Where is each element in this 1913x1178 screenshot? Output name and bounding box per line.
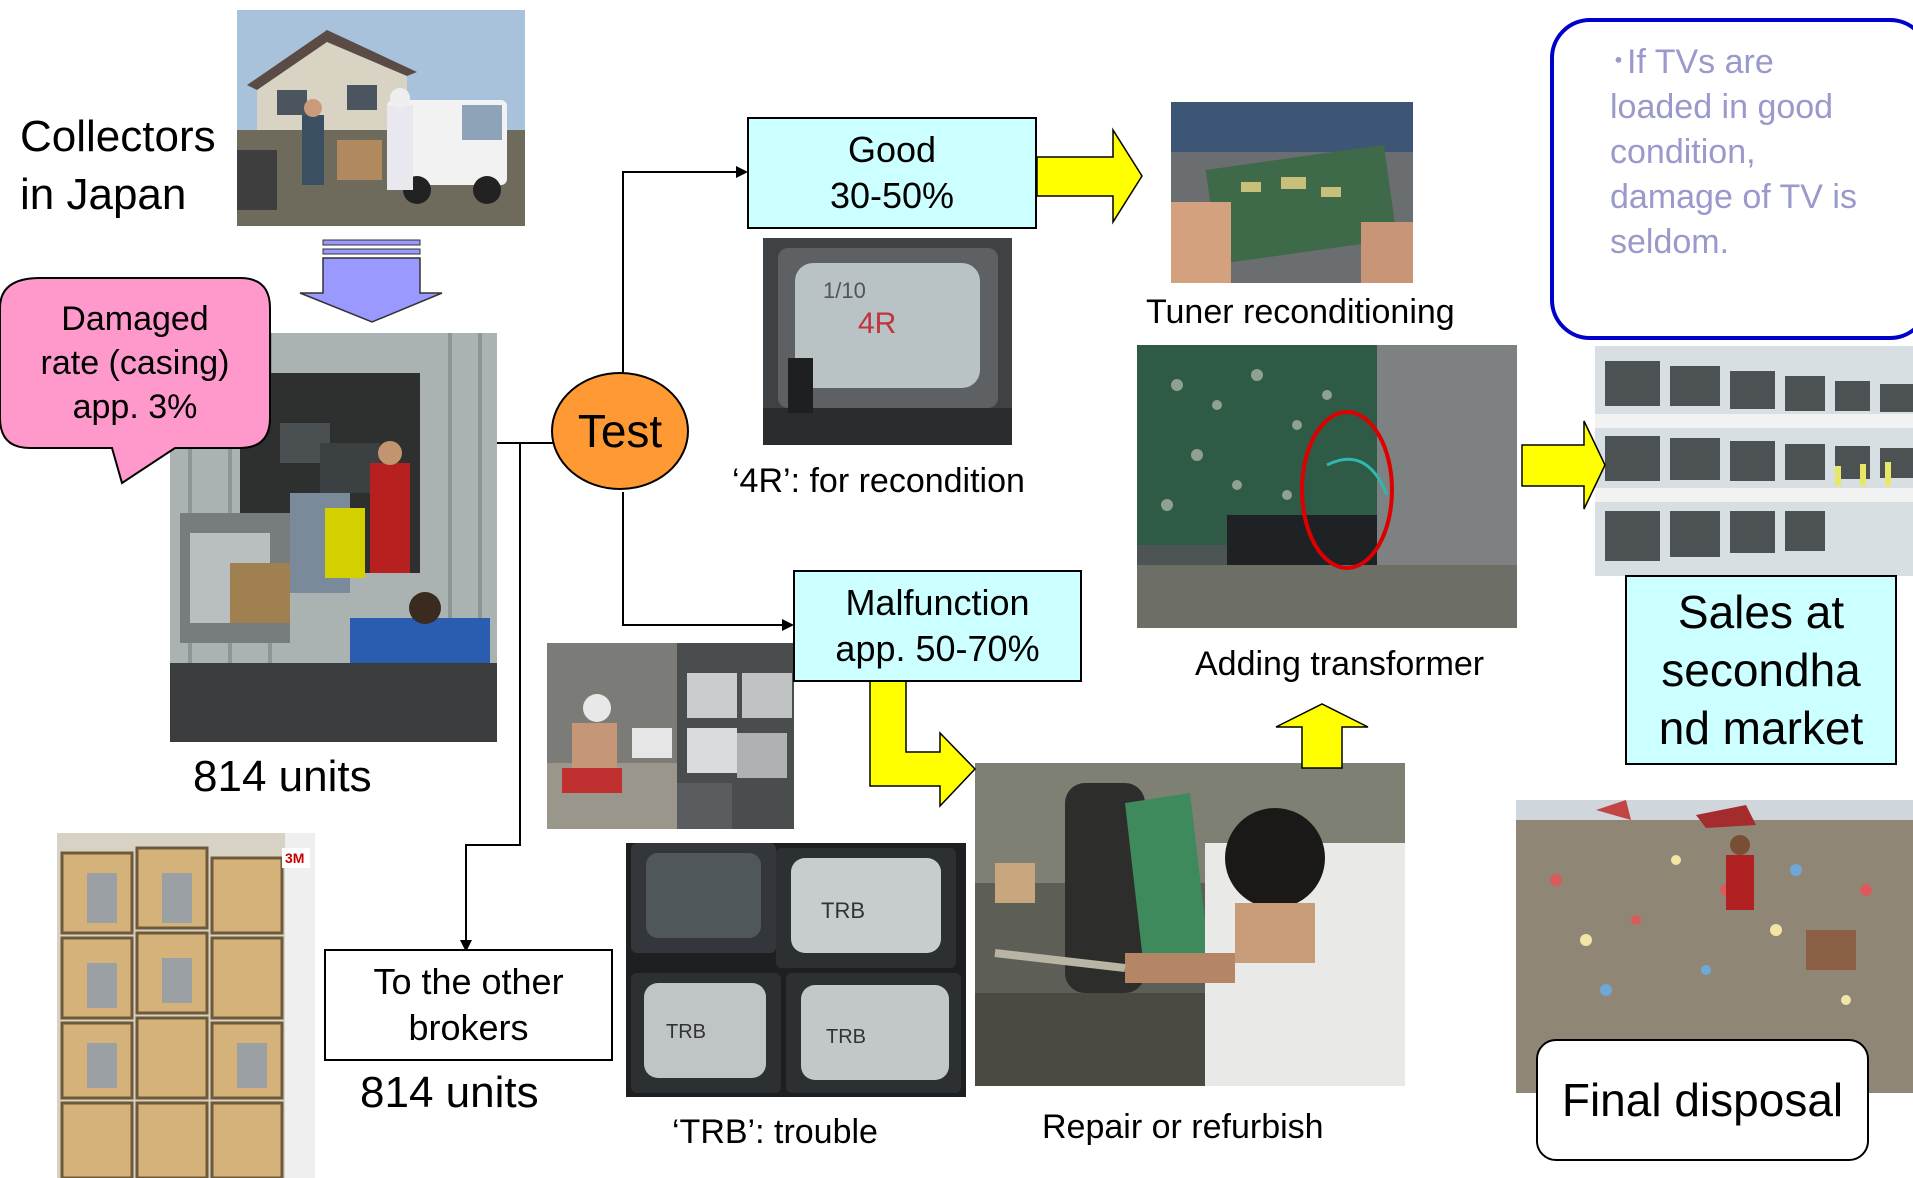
tv-trb-mark-2: TRB	[666, 1021, 706, 1043]
to-other-brokers-arrow	[460, 443, 521, 952]
stacked-tv-boxes-photo: 3M	[57, 833, 315, 1178]
collectors-label: Collectors in Japan	[20, 108, 216, 224]
container-loading-photo	[170, 333, 497, 742]
tv-trb-mark-3: TRB	[826, 1026, 866, 1048]
trouble-caption: ‘TRB’: trouble	[672, 1113, 878, 1151]
sales-line2: secondha	[1661, 644, 1861, 696]
test-to-malfunction-arrow	[622, 492, 794, 631]
tv-trb-photo: TRB TRB TRB	[626, 843, 966, 1097]
other-brokers-line1: To the other	[373, 961, 564, 1002]
damaged-callout-shape	[0, 277, 271, 485]
note-line3: condition,	[1610, 133, 1756, 171]
secondhand-market-photo	[1595, 346, 1913, 576]
other-brokers-box: To the other brokers	[324, 949, 613, 1061]
note-line2: loaded in good	[1610, 88, 1834, 126]
tv-trb-mark-1: TRB	[821, 898, 865, 923]
other-brokers-line2: brokers	[408, 1007, 529, 1048]
transformer-board-photo	[1137, 345, 1517, 628]
damaged-line1: Damaged	[61, 300, 209, 338]
units-count-top: 814 units	[193, 752, 372, 801]
collectors-down-arrow	[299, 239, 443, 323]
collectors-truck-photo	[237, 10, 525, 226]
final-disposal-box: Final disposal	[1536, 1039, 1869, 1161]
tv-4r-mark: 4R	[858, 307, 896, 340]
technician-testing-photo	[547, 643, 794, 829]
note-text: ･If TVs are loaded in good condition, da…	[1610, 40, 1857, 265]
collectors-line2: in Japan	[20, 170, 187, 219]
svg-text:1/10: 1/10	[823, 278, 866, 303]
units-count-bottom: 814 units	[360, 1068, 539, 1117]
repair-caption: Repair or refurbish	[1042, 1108, 1324, 1146]
malfunction-line1: Malfunction	[845, 582, 1030, 623]
good-line1: Good	[847, 129, 937, 170]
repair-to-transformer-arrow	[1275, 703, 1369, 769]
malfunction-to-repair-arrow	[869, 676, 977, 808]
collectors-line1: Collectors	[20, 112, 216, 161]
damaged-line3: app. 3%	[72, 388, 198, 426]
malfunction-line2: app. 50-70%	[835, 628, 1040, 669]
note-box: ･If TVs are loaded in good condition, da…	[1550, 18, 1913, 340]
transformer-to-market-arrow	[1521, 420, 1606, 510]
damaged-line2: rate (casing)	[40, 344, 230, 382]
transformer-caption: Adding transformer	[1195, 645, 1485, 683]
tuner-board-photo	[1171, 102, 1413, 283]
good-box: Good 30-50%	[747, 117, 1037, 229]
test-to-good-arrow	[622, 166, 748, 375]
tv-4r-photo: 4R 1/10	[763, 238, 1012, 445]
note-line5: seldom.	[1610, 223, 1730, 261]
test-circle	[551, 372, 689, 490]
good-to-tuner-arrow	[1036, 127, 1143, 225]
note-line4: damage of TV is	[1610, 178, 1857, 216]
recondition-caption: ‘4R’: for recondition	[732, 462, 1025, 500]
test-label: Test	[577, 404, 663, 457]
svg-text:3M: 3M	[285, 850, 304, 866]
sales-box: Sales at secondha nd market	[1625, 575, 1897, 765]
tuner-caption: Tuner reconditioning	[1146, 293, 1455, 331]
sales-line3: nd market	[1658, 702, 1864, 754]
note-line1: ･If TVs are	[1610, 43, 1774, 81]
damaged-rate-callout: Damaged rate (casing) app. 3%	[0, 278, 270, 448]
malfunction-box: Malfunction app. 50-70%	[793, 570, 1082, 682]
good-line2: 30-50%	[829, 175, 955, 216]
repair-refurbish-photo	[975, 763, 1405, 1086]
sales-line1: Sales at	[1677, 586, 1845, 638]
